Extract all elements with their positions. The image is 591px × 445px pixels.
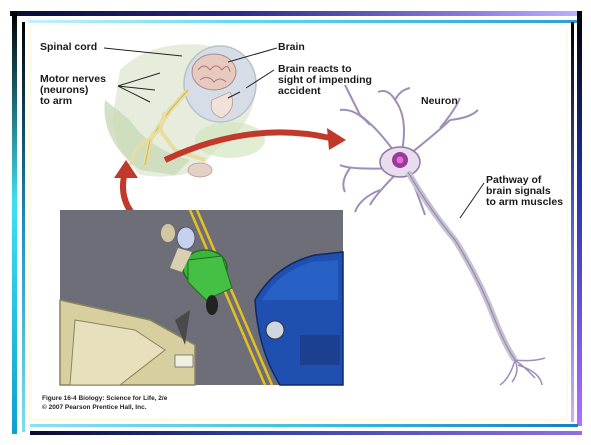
- figure-caption-line1: Figure 16-4 Biology: Science for Life, 2…: [42, 395, 167, 403]
- label-motor-nerves: Motor nerves (neurons) to arm: [40, 74, 106, 107]
- label-neuron: Neuron: [421, 96, 458, 107]
- label-brain-reacts: Brain reacts to sight of impending accid…: [278, 64, 372, 97]
- label-brain: Brain: [278, 42, 305, 53]
- label-spinal-cord: Spinal cord: [40, 42, 97, 53]
- road-scene: [60, 210, 343, 385]
- figure-caption-line2: © 2007 Pearson Prentice Hall, Inc.: [42, 404, 147, 412]
- rider-illustration: [104, 44, 265, 177]
- neuron-illustration: [340, 85, 545, 385]
- label-pathway: Pathway of brain signals to arm muscles: [486, 175, 563, 208]
